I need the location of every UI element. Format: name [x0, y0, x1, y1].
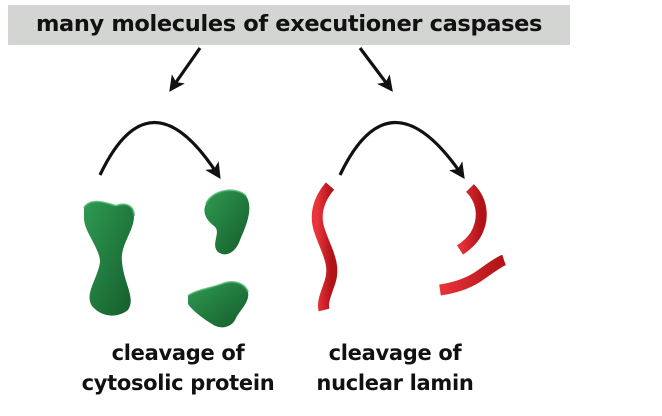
nuclear-lamin-fragment-top: [456, 184, 487, 255]
cleavage-curve-right: [338, 121, 465, 179]
cytosolic-protein-fragment-top: [204, 189, 250, 255]
cleavage-curve-left: [98, 121, 221, 180]
cytosolic-protein-fragment-bottom: [187, 281, 249, 328]
arrow-to-right-branch: [358, 47, 393, 92]
label-lamin-line1: cleavage of: [328, 341, 462, 365]
label-nuclear-lamin: cleavage of nuclear lamin: [300, 338, 490, 398]
label-cytosolic-line2: cytosolic protein: [81, 371, 275, 395]
label-lamin-line2: nuclear lamin: [316, 371, 474, 395]
nuclear-lamin-intact: [311, 182, 338, 312]
label-cytosolic-protein: cleavage of cytosolic protein: [78, 338, 278, 398]
label-cytosolic-line1: cleavage of: [111, 341, 245, 365]
header-bar: many molecules of executioner caspases: [8, 5, 570, 45]
header-title: many molecules of executioner caspases: [35, 11, 543, 37]
nuclear-lamin-fragment-bottom: [439, 254, 507, 296]
arrow-to-left-branch: [169, 47, 202, 92]
cytosolic-protein-intact: [83, 200, 135, 316]
